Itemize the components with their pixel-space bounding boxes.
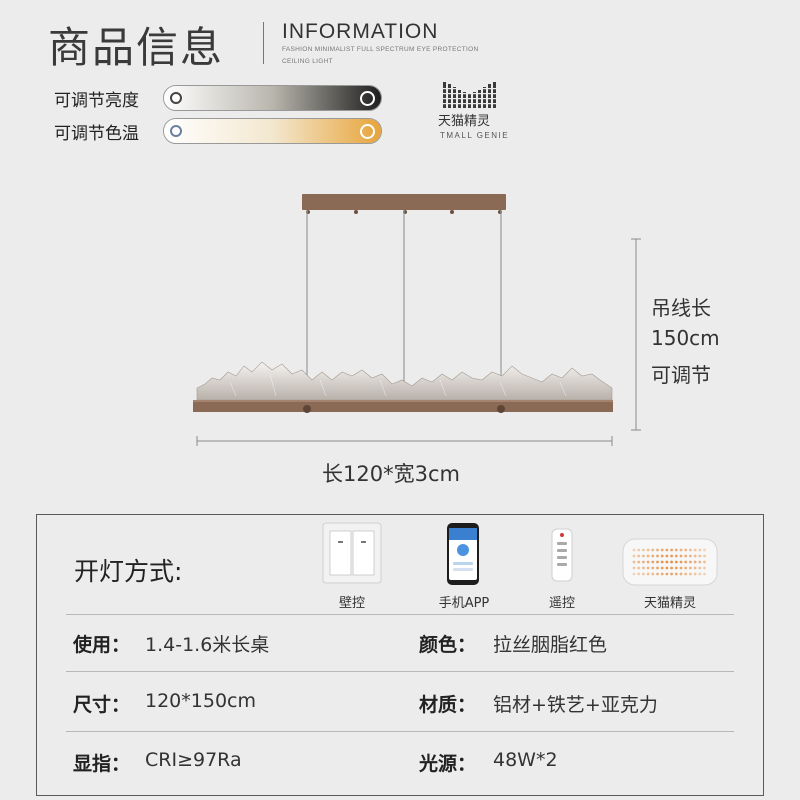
slider-knob[interactable] bbox=[360, 91, 375, 106]
spec-size-value: 120*150cm bbox=[145, 690, 256, 712]
brightness-label: 可调节亮度 bbox=[54, 91, 139, 111]
remote-control-icon bbox=[551, 528, 573, 582]
row-divider bbox=[66, 731, 734, 732]
smart-speaker-icon bbox=[622, 538, 718, 586]
tmall-genie-logo-icon bbox=[441, 82, 499, 108]
title-divider bbox=[263, 22, 264, 64]
suspension-wires bbox=[306, 210, 502, 402]
spec-size-key: 尺寸： bbox=[73, 694, 131, 716]
crystal-mountain-diffuser bbox=[196, 361, 613, 401]
hang-length-label: 吊线长 bbox=[651, 296, 711, 320]
brightness-slider[interactable] bbox=[163, 85, 382, 111]
hang-adjustable-label: 可调节 bbox=[651, 363, 711, 387]
spec-cri-value: CRI≥97Ra bbox=[145, 749, 242, 771]
row-divider bbox=[66, 671, 734, 672]
title-subtitle: FASHION MINIMALIST FULL SPECTRUM EYE PRO… bbox=[282, 46, 479, 53]
size-label: 长120*宽3cm bbox=[322, 462, 460, 486]
tmall-genie-name: 天猫精灵 bbox=[438, 114, 491, 129]
color-temp-label: 可调节色温 bbox=[54, 124, 139, 144]
info-panel bbox=[36, 514, 764, 796]
spec-usage-value: 1.4-1.6米长桌 bbox=[145, 634, 270, 656]
spec-usage-key: 使用： bbox=[73, 634, 131, 656]
color-temp-gradient bbox=[164, 119, 381, 143]
spec-color-key: 颜色： bbox=[419, 634, 477, 656]
smartphone-icon bbox=[447, 523, 479, 585]
slider-knob[interactable] bbox=[360, 124, 375, 139]
spec-material-key: 材质： bbox=[419, 694, 477, 716]
method-tmall-genie: 天猫精灵 bbox=[643, 596, 696, 611]
page-title-en: INFORMATION bbox=[282, 20, 439, 43]
slider-start-dot bbox=[170, 125, 182, 137]
spec-material-value: 铝材+铁艺+亚克力 bbox=[493, 694, 658, 716]
method-wall-switch: 壁控 bbox=[338, 596, 365, 611]
spec-color-value: 拉丝胭脂红色 bbox=[493, 634, 608, 656]
slider-start-dot bbox=[170, 92, 182, 104]
light-bar bbox=[193, 400, 613, 412]
ceiling-canopy bbox=[302, 194, 506, 210]
tmall-genie-name-en: TMALL GENIE bbox=[440, 131, 510, 140]
wall-switch-icon bbox=[322, 522, 382, 584]
control-methods-label: 开灯方式: bbox=[74, 557, 183, 586]
title-subtitle-2: CEILING LIGHT bbox=[282, 58, 333, 65]
row-divider bbox=[66, 614, 734, 615]
width-dimension-line bbox=[196, 436, 613, 446]
spec-light-source-key: 光源： bbox=[419, 753, 477, 775]
color-temp-slider[interactable] bbox=[163, 118, 382, 144]
brightness-gradient bbox=[164, 86, 381, 110]
spec-light-source-value: 48W*2 bbox=[493, 749, 558, 771]
spec-cri-key: 显指： bbox=[73, 753, 131, 775]
page-title: 商品信息 bbox=[48, 23, 225, 72]
hang-length-value: 150cm bbox=[651, 326, 720, 350]
height-dimension-line bbox=[631, 238, 641, 431]
method-smartphone-app: 手机APP bbox=[438, 596, 490, 611]
method-remote: 遥控 bbox=[548, 596, 575, 611]
